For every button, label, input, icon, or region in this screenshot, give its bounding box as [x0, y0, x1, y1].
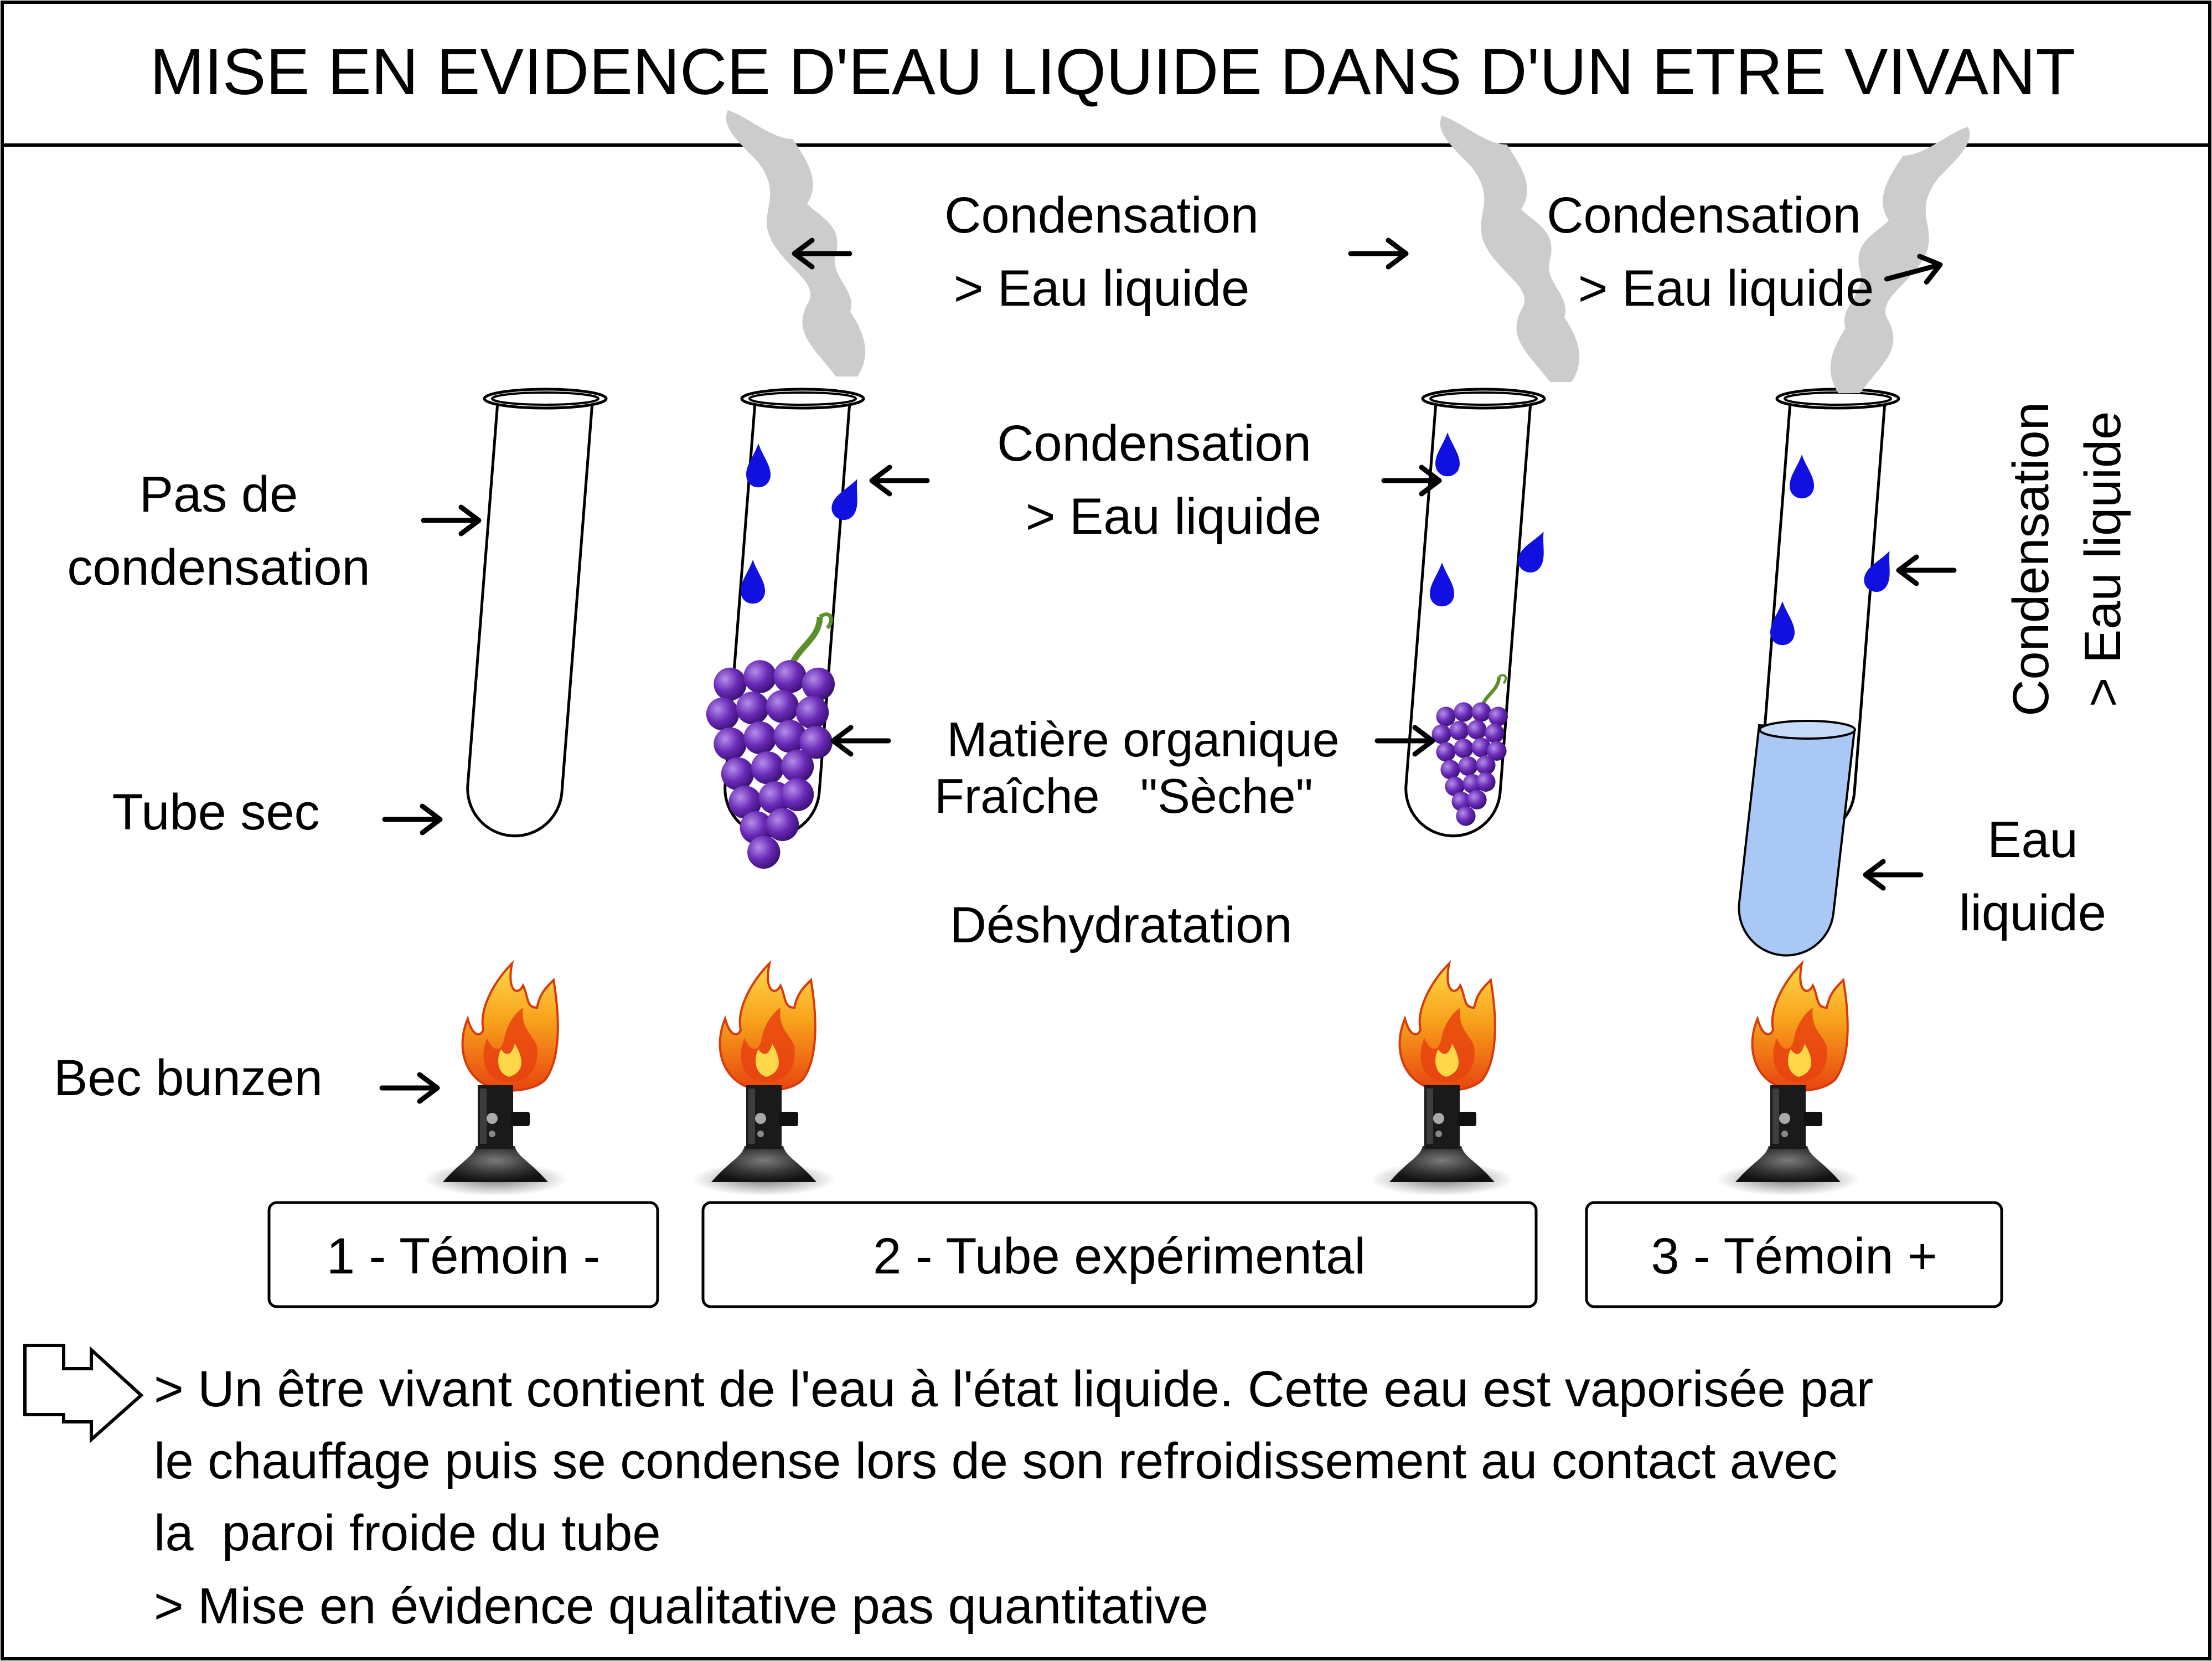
- box-temoin-plus: [1585, 1201, 2003, 1308]
- hollow-arrow-icon: [23, 1344, 144, 1443]
- label-fraiche-seche: Fraîche "Sèche": [934, 768, 1313, 823]
- label-eau-liquide-top-1: > Eau liquide: [954, 260, 1250, 317]
- label-pas-de: Pas de: [139, 466, 298, 523]
- arrow-left-icon: [833, 728, 888, 754]
- flame-icon: [1398, 962, 1496, 1092]
- arrow-right-icon: [1384, 467, 1439, 494]
- water-liquid: [1738, 724, 1856, 957]
- label-condensation-vertical: Condensation: [2003, 402, 2059, 716]
- arrow-right-icon: [385, 806, 440, 833]
- conclusion-line-4: > Mise en évidence qualitative pas quant…: [154, 1578, 1208, 1634]
- label-liquide: liquide: [1959, 885, 2106, 941]
- conclusion-line-3: la paroi froide du tube: [154, 1505, 661, 1561]
- arrow-right-icon: [423, 507, 479, 534]
- label-condensation-left: condensation: [67, 539, 370, 596]
- box-temoin-moins: [267, 1201, 659, 1308]
- arrow-right-icon: [1377, 728, 1433, 754]
- conclusion-line-2: le chauffage puis se condense lors de so…: [154, 1433, 1837, 1489]
- label-eau-liquide-vertical: > Eau liquide: [2075, 411, 2131, 708]
- label-deshydratation: Déshydratation: [950, 897, 1293, 953]
- burner-icon: [423, 1085, 567, 1196]
- label-condensation-top-1: Condensation: [944, 187, 1259, 244]
- label-eau-liquide-top-2: > Eau liquide: [1578, 260, 1874, 317]
- arrow-right-icon: [1351, 240, 1406, 267]
- burner-icon: [1716, 1085, 1860, 1196]
- label-temoin-plus: 3 - Témoin +: [1651, 1228, 1937, 1285]
- arrow-right-icon: [382, 1075, 437, 1101]
- label-condensation-mid: Condensation: [997, 415, 1311, 472]
- conclusion-line-1: > Un être vivant contient de l'eau à l'é…: [154, 1361, 1873, 1417]
- label-tube-sec: Tube sec: [112, 784, 319, 840]
- box-tube-experimental: [701, 1201, 1538, 1308]
- smoke-icon: [726, 110, 866, 377]
- flame-icon: [719, 962, 816, 1092]
- arrow-left-icon: [1865, 862, 1921, 888]
- arrow-left-icon: [1899, 557, 1954, 584]
- label-temoin-moins: 1 - Témoin -: [327, 1228, 600, 1285]
- label-bec-bunzen: Bec bunzen: [54, 1050, 323, 1106]
- flame-icon: [1751, 962, 1849, 1092]
- burner-icon: [692, 1085, 836, 1196]
- label-eau-liquide-mid: > Eau liquide: [1026, 488, 1322, 545]
- page-title: MISE EN EVIDENCE D'EAU LIQUIDE DANS D'UN…: [150, 35, 2076, 109]
- label-eau: Eau: [1987, 812, 2078, 868]
- arrow-left-icon: [872, 467, 927, 494]
- water-surface: [1759, 720, 1856, 740]
- label-condensation-top-2: Condensation: [1547, 187, 1861, 244]
- test-tube-1: [468, 389, 606, 836]
- label-matiere-organique: Matière organique: [947, 712, 1339, 767]
- smoke-icon: [1440, 116, 1580, 383]
- flame-icon: [461, 962, 559, 1092]
- burner-icon: [1370, 1085, 1514, 1196]
- label-tube-experimental: 2 - Tube expérimental: [873, 1228, 1366, 1285]
